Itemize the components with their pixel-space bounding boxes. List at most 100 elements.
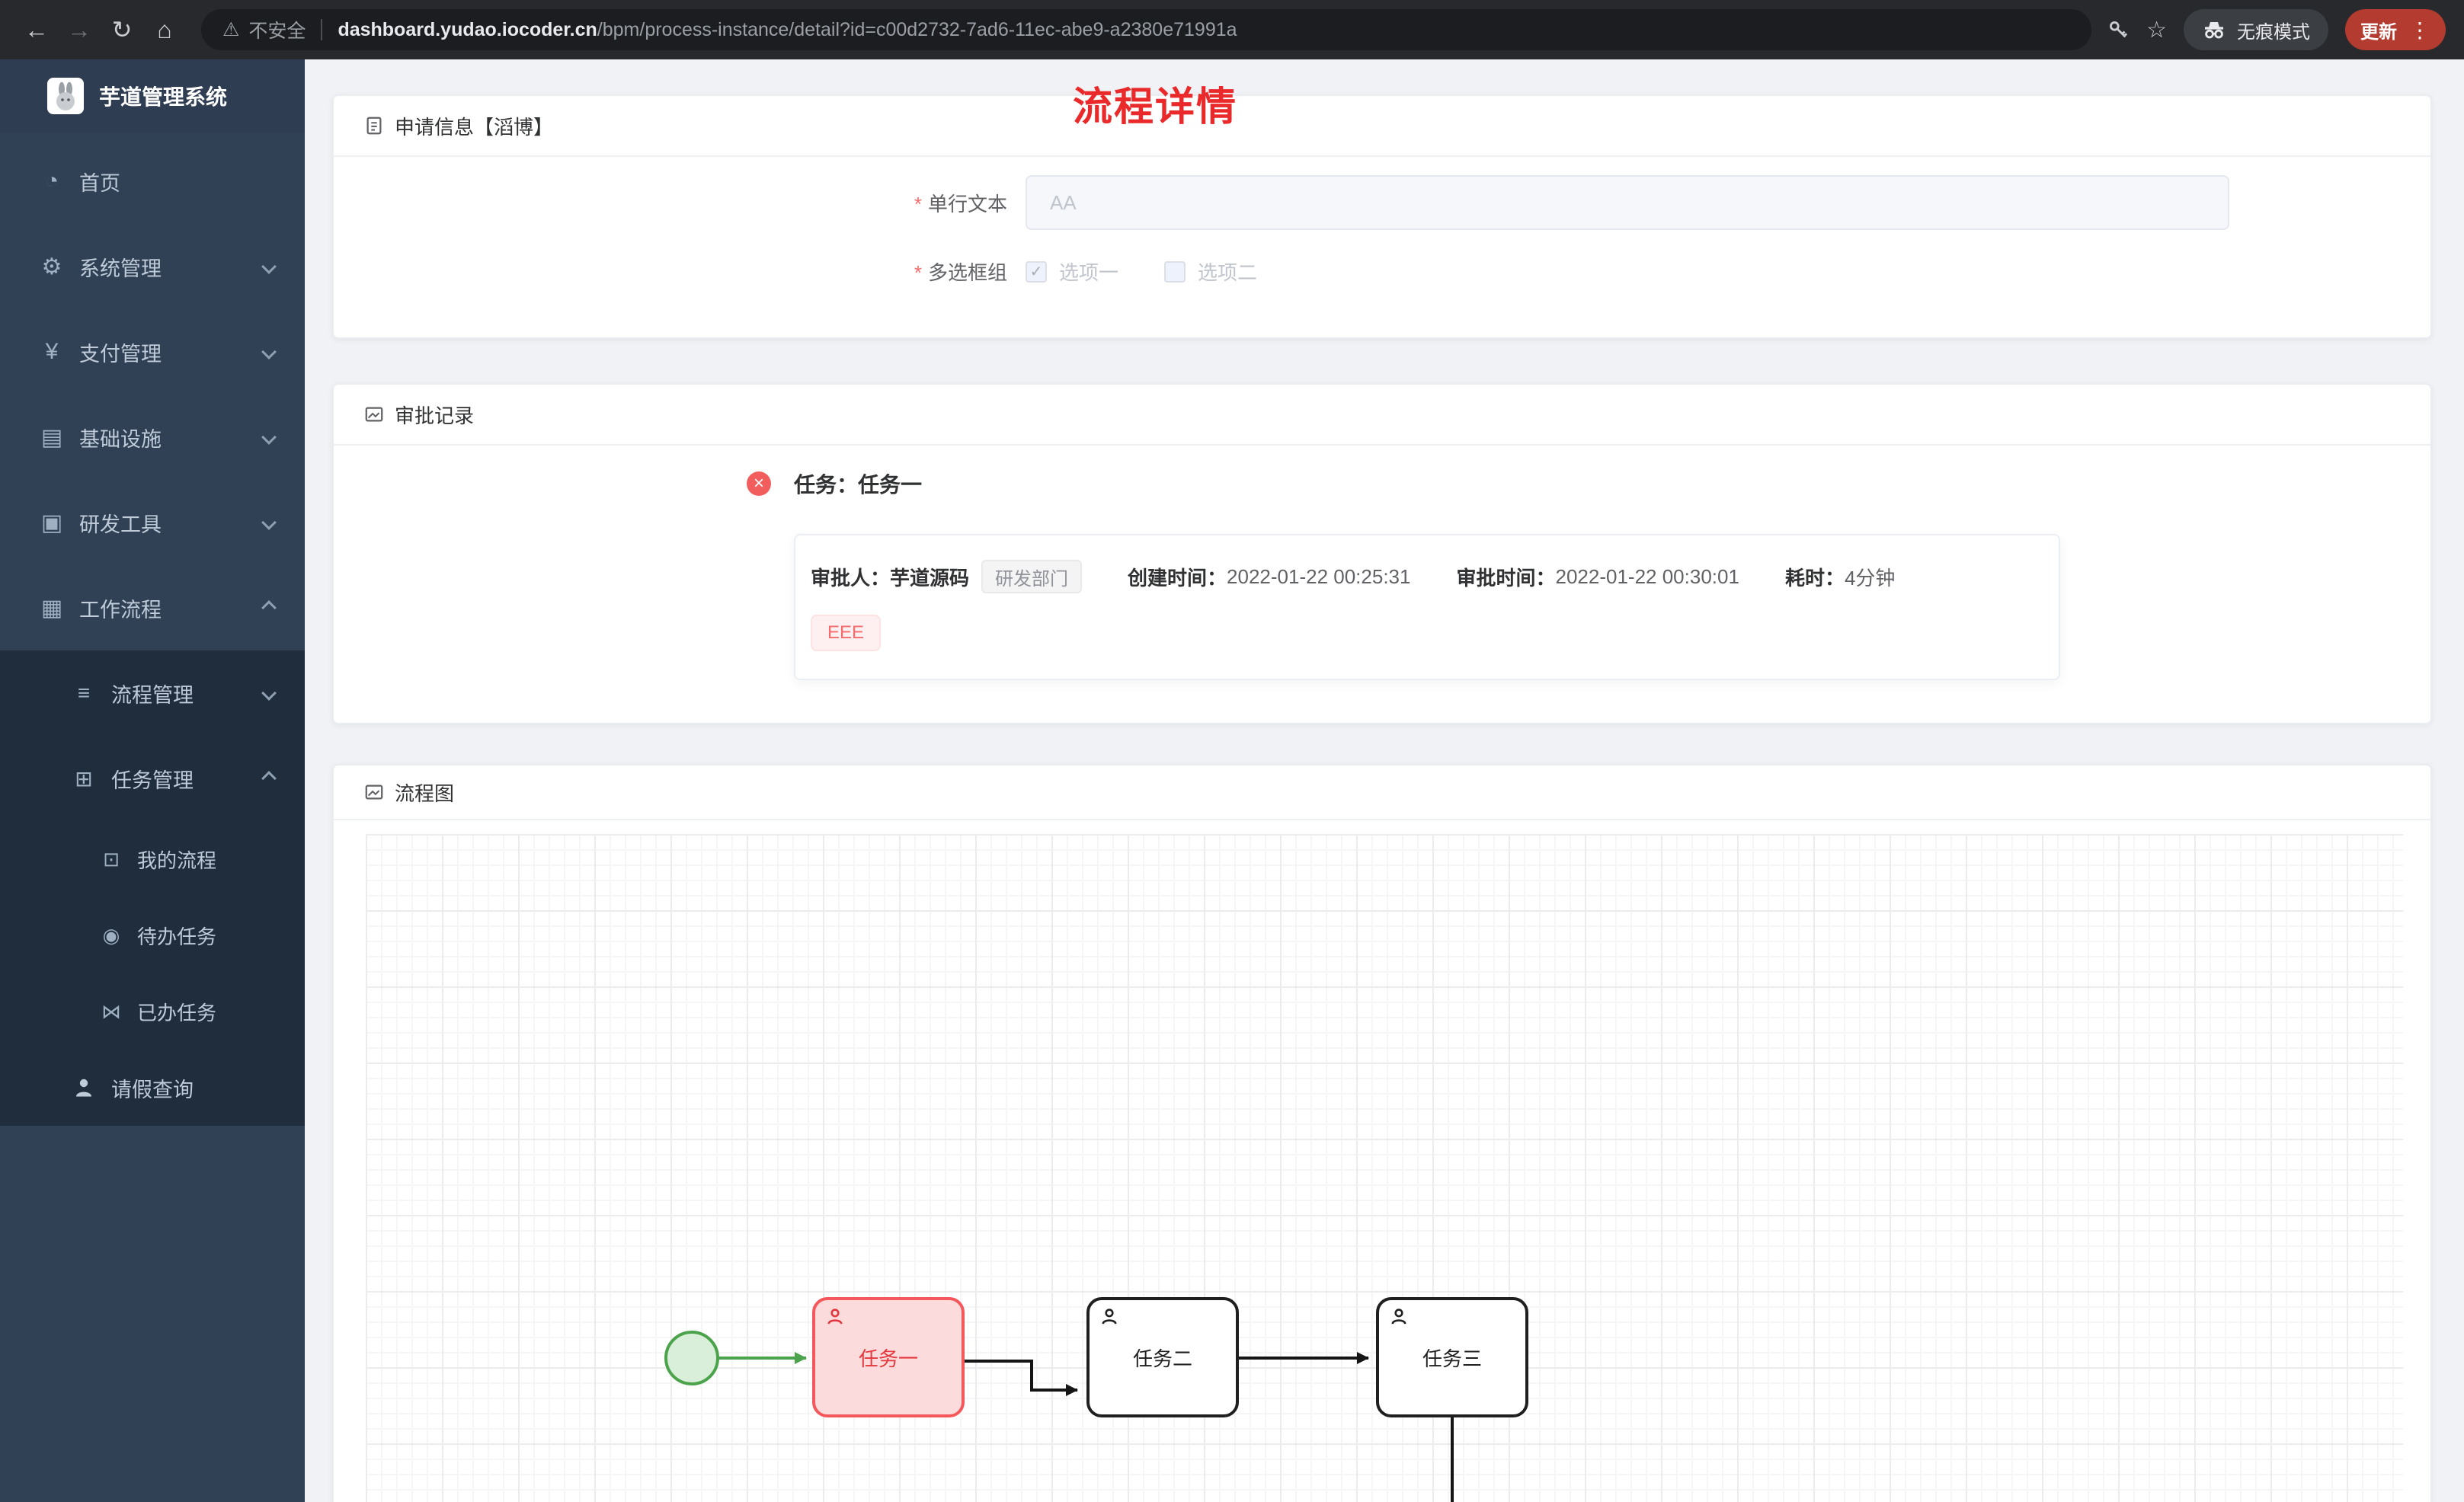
eye-icon: ◉ [102,923,120,947]
single-line-text-input[interactable] [1026,175,2229,230]
field-label: *多选框组 [914,261,1007,284]
sidebar-item-devtools[interactable]: ▣ 研发工具 [0,480,305,565]
sidebar-item-label: 基础设施 [79,427,162,451]
bpmn-task-2[interactable]: 任务二 [1086,1297,1239,1417]
sidebar-item-label: 请假查询 [111,1078,194,1101]
checkbox-option-2[interactable]: ✓ 选项二 [1164,257,1257,286]
incognito-badge[interactable]: 无痕模式 [2184,9,2328,50]
duration-value: 4分钟 [1844,566,1896,590]
back-button[interactable]: ← [15,8,58,51]
task-label: 任务一 [858,1347,918,1370]
sidebar-item-todo-tasks[interactable]: ◉ 待办任务 [0,897,305,973]
duration-item: 耗时： 4分钟 [1785,563,1895,591]
checkbox-label: 选项二 [1198,261,1258,284]
sidebar-item-system-management[interactable]: ⚙ 系统管理 [0,224,305,309]
sidebar-item-done-tasks[interactable]: ⋈ 已办任务 [0,973,305,1050]
incognito-icon [2202,19,2226,40]
back-icon: ← [24,15,49,43]
sidebar-item-label: 任务管理 [111,769,194,792]
sidebar-item-my-processes[interactable]: ⊡ 我的流程 [0,821,305,897]
approval-detail-line: 审批人： 芋道源码 研发部门 创建时间： 2022-01-22 00:25:31… [811,560,2043,593]
form-row-checkboxes: *多选框组 ✓ 选项一 ✓ 选项二 [334,257,2430,286]
sidebar-item-infrastructure[interactable]: ▤ 基础设施 [0,395,305,480]
workflow-icon: ▦ [40,595,63,621]
sidebar-item-label: 流程管理 [111,683,194,707]
user-task-icon [1100,1308,1118,1326]
omnibox-separator [321,19,323,40]
toolbar-right: ☆ 无痕模式 更新 ⋮ [2107,9,2449,50]
sidebar-item-label: 系统管理 [79,257,162,280]
home-icon: ⌂ [157,15,172,43]
checkbox-option-1[interactable]: ✓ 选项一 [1026,257,1118,286]
timeline-node: × 任务：任务一 [747,467,2400,500]
rejected-status-icon: × [747,471,771,496]
bpmn-task-1[interactable]: 任务一 [812,1297,965,1417]
check-icon: ✓ [1029,263,1043,280]
infrastructure-icon: ▤ [40,424,63,450]
picture-icon [364,404,384,424]
required-asterisk: * [914,261,922,284]
gear-icon: ⚙ [41,254,62,280]
sidebar-item-payment-management[interactable]: ¥ 支付管理 [0,309,305,395]
update-label: 更新 [2360,21,2397,43]
browser-toolbar: ← → ↻ ⌂ ⚠ 不安全 dashboard.yudao.iocoder.cn… [0,0,2464,59]
approved-time-item: 审批时间： 2022-01-22 00:30:01 [1456,564,1739,590]
approver-item: 审批人： 芋道源码 研发部门 [811,560,1083,593]
sidebar: 芋道管理系统 ◔ 首页 ⚙ 系统管理 ¥ 支付管理 ▤ [0,59,305,1502]
tree-icon: ⊞ [75,766,93,791]
bpmn-canvas: 任务一 任务二 任务三 [366,834,2403,1502]
sidebar-item-leave-query[interactable]: 请假查询 [0,1050,305,1126]
approval-timeline: × 任务：任务一 审批人： 芋道源码 研发部门 创建时间： [334,446,2430,723]
forward-button[interactable]: → [58,8,101,51]
reload-icon: ↻ [111,16,133,43]
sidebar-item-process-management[interactable]: ≡ 流程管理 [0,650,305,736]
warning-icon: ⚠ [222,19,240,40]
apply-info-card: 申请信息【滔博】 *单行文本 *多选框组 ✓ 选项一 ✓ [332,94,2432,339]
sidebar-item-label: 我的流程 [137,848,217,872]
checkbox-box-unchecked: ✓ [1164,260,1186,283]
sidebar-item-home[interactable]: ◔ 首页 [0,139,305,224]
sidebar-item-task-management[interactable]: ⊞ 任务管理 [0,736,305,821]
sidebar-item-label: 已办任务 [137,1001,217,1024]
approval-detail-box: 审批人： 芋道源码 研发部门 创建时间： 2022-01-22 00:25:31… [794,534,2060,680]
browser-update-button[interactable]: 更新 ⋮ [2345,9,2446,50]
process-diagram-card: 流程图 [332,764,2432,1502]
dashboard-icon: ◔ [44,168,59,193]
security-status[interactable]: ⚠ 不安全 [222,16,306,43]
user-icon [66,1077,102,1098]
bpmn-task-3[interactable]: 任务三 [1376,1297,1528,1417]
approver-name: 芋道源码 [890,566,970,590]
task-label: 任务二 [1132,1347,1192,1370]
list-icon: ≡ [77,681,91,705]
app-title: 芋道管理系统 [99,85,228,109]
workflow-submenu: ≡ 流程管理 ⊞ 任务管理 ⊡ 我的流程 ◉ 待 [0,650,305,1126]
card-header-label: 审批记录 [395,404,475,427]
reload-button[interactable]: ↻ [101,8,143,51]
form-row-text: *单行文本 [334,175,2430,230]
app-logo[interactable]: 芋道管理系统 [0,59,305,133]
task-label: 任务三 [1422,1347,1482,1370]
sidebar-item-label: 支付管理 [79,342,162,366]
sidebar-item-workflow[interactable]: ▦ 工作流程 [0,565,305,650]
dept-tag: 研发部门 [981,560,1083,593]
key-icon[interactable] [2107,18,2130,41]
bookmark-star-icon[interactable]: ☆ [2146,17,2167,43]
chevron-down-icon [261,430,277,445]
kebab-menu-icon[interactable]: ⋮ [2409,18,2430,42]
created-time-value: 2022-01-22 00:25:31 [1227,564,1411,588]
chevron-down-icon [261,515,277,530]
chevron-down-icon [261,344,277,360]
bpmn-start-event[interactable] [664,1331,719,1385]
chevron-down-icon [261,259,277,274]
sidebar-item-label: 工作流程 [79,598,162,622]
url-path: /bpm/process-instance/detail?id=c00d2732… [597,18,1237,40]
comment-tag: EEE [811,615,882,651]
checkbox-label: 选项一 [1059,261,1119,284]
picture-icon [364,782,384,802]
bpmn-connectors [719,1352,1454,1502]
chevron-down-icon [261,685,277,701]
address-bar[interactable]: ⚠ 不安全 dashboard.yudao.iocoder.cn /bpm/pr… [201,9,2092,50]
home-button[interactable]: ⌂ [143,8,186,51]
field-label: *单行文本 [914,192,1007,216]
